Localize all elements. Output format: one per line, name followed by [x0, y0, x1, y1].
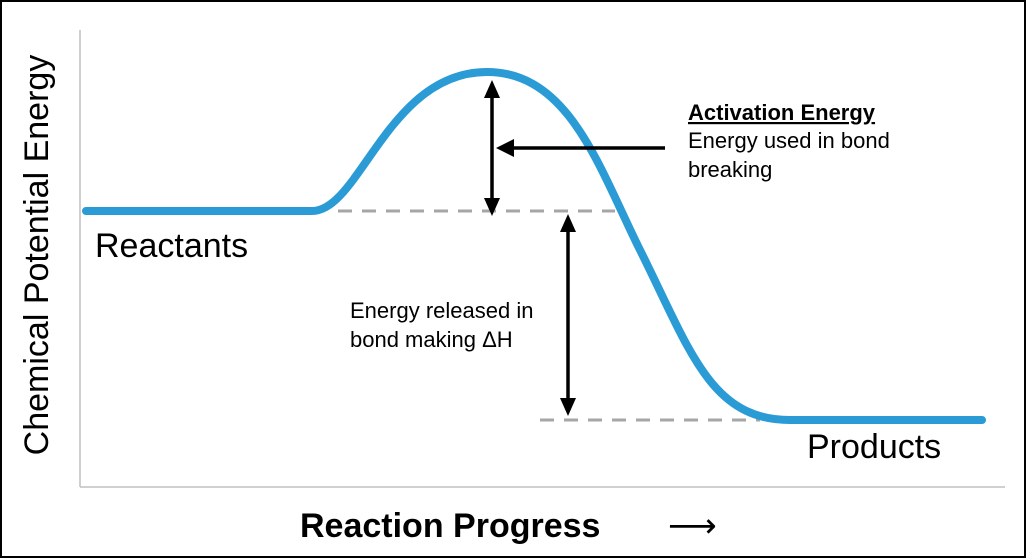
energy-released-line2: bond making ΔH [350, 327, 513, 352]
energy-curve [82, 68, 986, 424]
activation-pointer-head [496, 139, 514, 157]
released-arrow-head-up [560, 214, 576, 232]
activation-arrow-head-down [484, 198, 500, 216]
reactants-label: Reactants [95, 227, 248, 265]
x-axis-arrow-icon: ⟶ [668, 507, 717, 545]
x-axis-label: Reaction Progress [300, 507, 600, 545]
released-arrow-head-down [560, 398, 576, 416]
products-label: Products [807, 428, 941, 466]
energy-released-line1: Energy released in [350, 298, 533, 323]
activation-energy-title: Activation Energy [688, 100, 876, 125]
activation-arrow-head-up [484, 80, 500, 98]
activation-energy-desc-line2: breaking [688, 157, 772, 182]
activation-energy-desc-line1: Energy used in bond [688, 128, 890, 153]
y-axis-label: Chemical Potential Energy [18, 55, 56, 456]
